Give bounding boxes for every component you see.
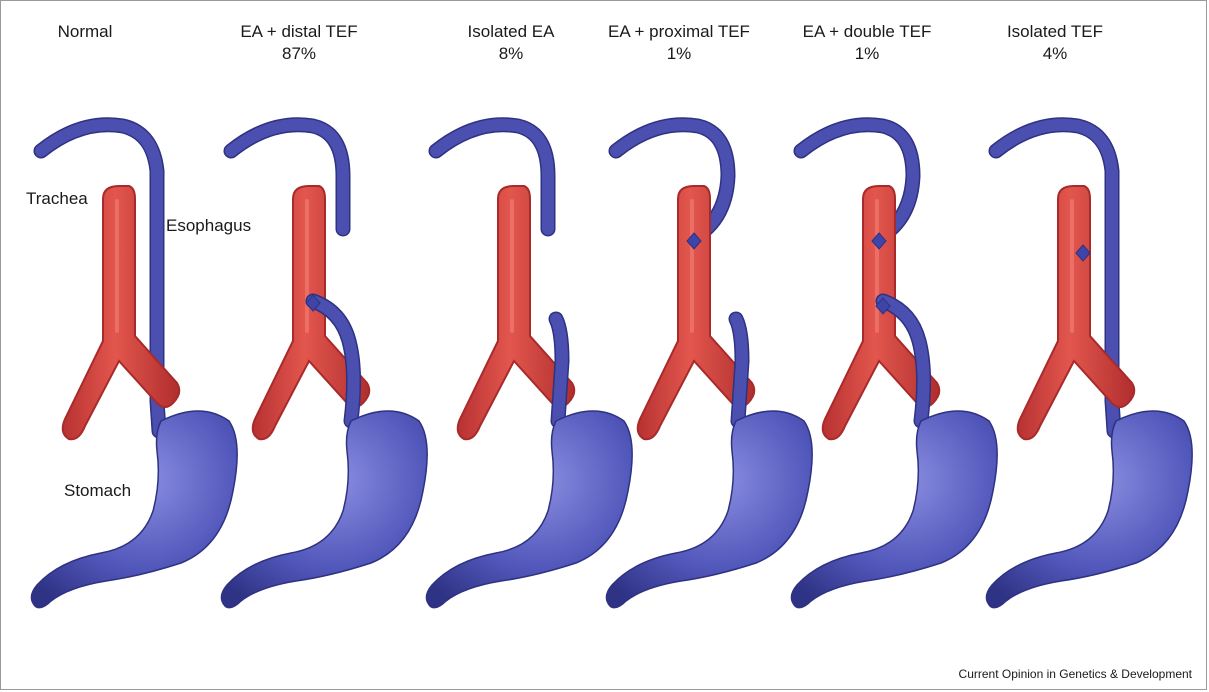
label-esophagus: Esophagus [166,216,251,236]
stomach [426,411,632,608]
anatomy-isolated_tef [986,125,1192,608]
esophagus-upper-pouch [616,125,728,241]
column-title-ea-proximal-tef: EA + proximal TEF1% [579,21,779,65]
label-stomach: Stomach [64,481,131,501]
label-trachea: Trachea [26,189,88,209]
esophagus-lower-segment [736,319,742,421]
esophagus-upper-pouch [801,125,913,241]
stomach [986,411,1192,608]
stomach [31,411,237,608]
stomach [606,411,812,608]
column-title-ea-distal-tef: EA + distal TEF87% [199,21,399,65]
stomach [791,411,997,608]
column-title-ea-double-tef: EA + double TEF1% [767,21,967,65]
anatomy-distal [221,125,427,608]
column-title-normal: Normal [0,21,185,43]
column-title-isolated-tef: Isolated TEF4% [955,21,1155,65]
anatomy-proximal [606,125,812,608]
credit-line: Current Opinion in Genetics & Developmen… [959,667,1192,681]
stomach [221,411,427,608]
esophagus-lower-segment [556,319,562,421]
anatomy-double [791,125,997,608]
anatomy-isolated_ea [426,125,632,608]
